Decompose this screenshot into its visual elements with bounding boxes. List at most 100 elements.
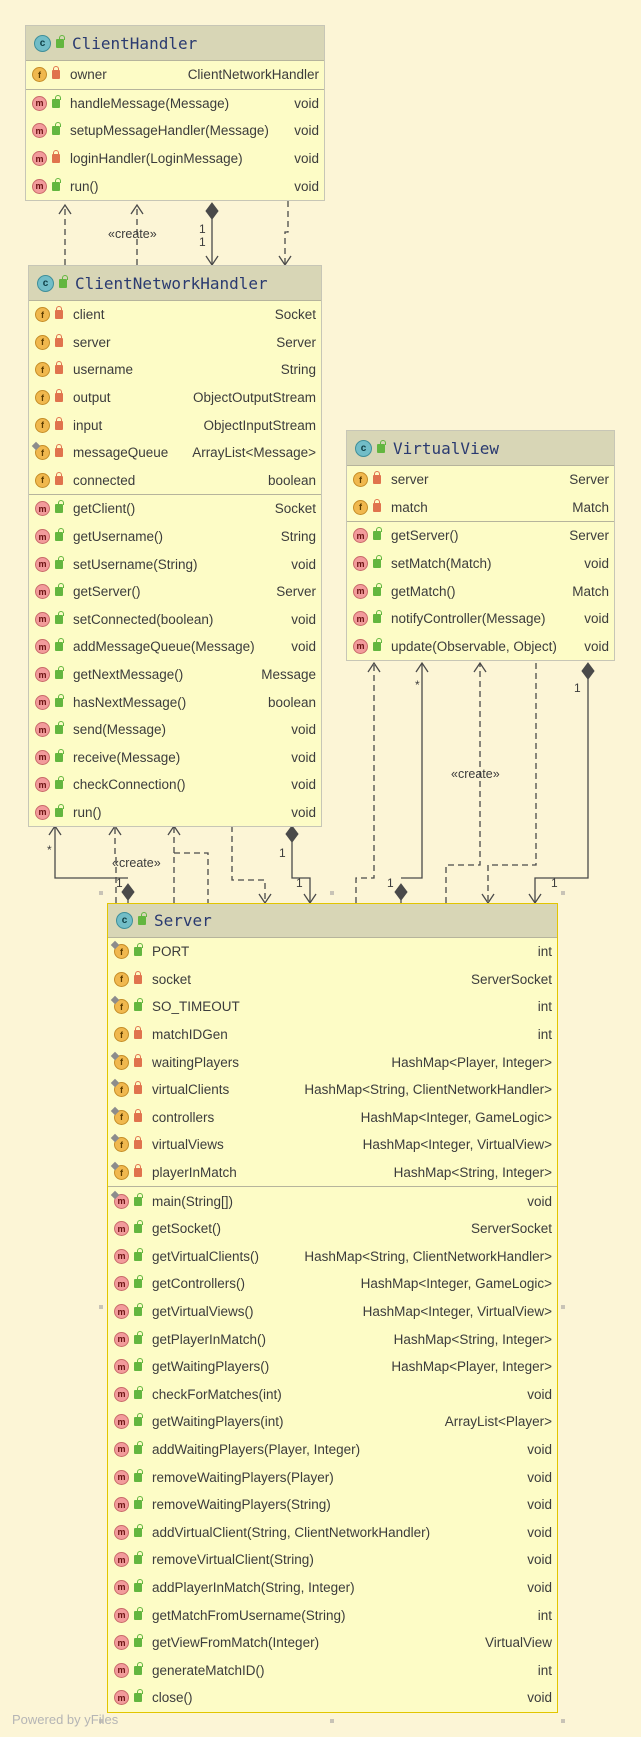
private-visibility-icon [134,970,142,984]
create-edge [445,663,481,903]
private-visibility-icon [55,361,63,375]
field-type: Server [276,334,316,350]
field-type: HashMap<Player, Integer> [391,1054,552,1070]
method-icon: m [114,1524,129,1540]
selection-handle[interactable] [330,891,334,895]
method-icon: m [353,528,368,544]
method-signature: update(Observable, Object) [391,638,557,654]
return-type: void [294,178,319,194]
selection-handle[interactable] [99,891,103,895]
public-visibility-icon [56,34,65,48]
field-icon: f [35,445,50,461]
field-name: PORT [152,944,190,960]
composition-diamond [581,662,595,680]
selection-handle[interactable] [561,1305,565,1309]
class-name: ClientHandler [72,33,198,53]
field-icon: f [35,417,50,433]
field-name: output [73,390,111,406]
public-visibility-icon [373,527,382,541]
private-visibility-icon [373,471,381,485]
public-visibility-icon [52,94,61,108]
field-type: Match [572,499,609,515]
method-icon: m [32,178,47,194]
selection-handle[interactable] [99,1305,103,1309]
method-icon: m [35,722,50,738]
return-type: void [294,95,319,111]
arrow-head [473,661,487,673]
field-type: ObjectInputStream [203,417,316,433]
selection-handle[interactable] [561,891,565,895]
selection-handle[interactable] [561,1719,565,1723]
method-signature: checkConnection() [73,777,186,793]
field-icon: f [114,944,129,960]
selection-handle[interactable] [330,1719,334,1723]
selection-handle[interactable] [99,1719,103,1723]
multiplicity-label: * [47,843,52,857]
